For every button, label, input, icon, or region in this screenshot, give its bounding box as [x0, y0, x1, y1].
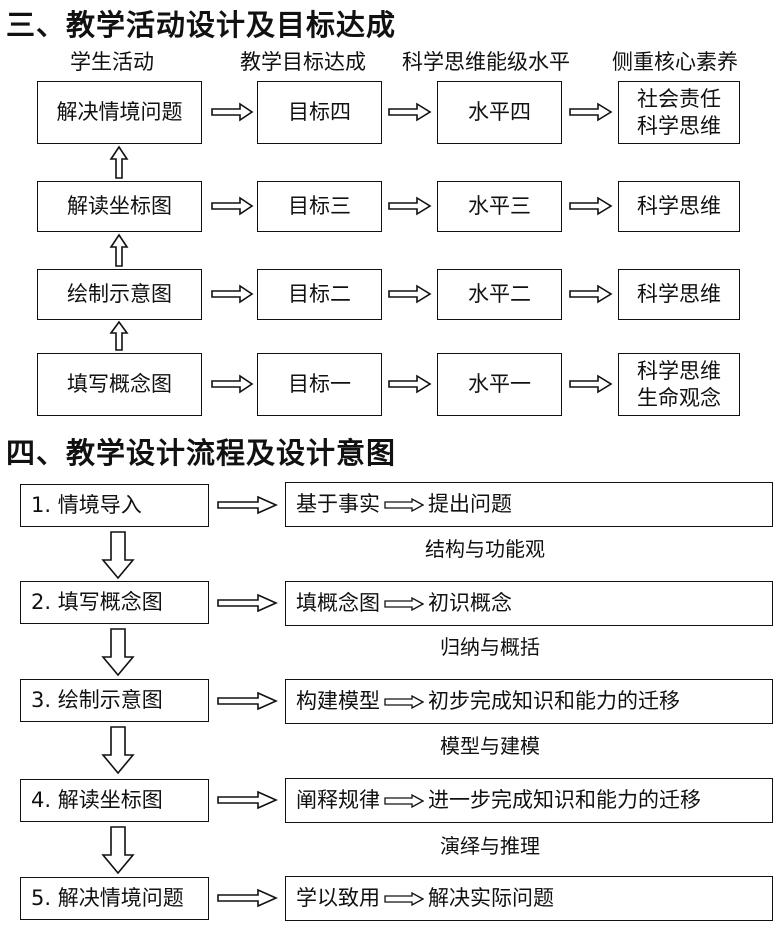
small-right-arrow-icon: [384, 497, 424, 512]
literacy-box-1: 科学思维 生命观念: [618, 353, 740, 416]
step-box-5: 5. 解决情境问题: [20, 877, 209, 920]
section4-title: 四、教学设计流程及设计意图: [6, 436, 397, 470]
intent-from: 基于事实: [296, 492, 380, 516]
header-level: 科学思维能级水平: [402, 50, 570, 74]
goal-box-3: 目标三: [257, 181, 382, 232]
header-activity: 学生活动: [70, 50, 154, 74]
header-literacy: 侧重核心素养: [612, 50, 738, 74]
intent-from: 阐释规律: [296, 788, 380, 812]
right-arrow-icon: [569, 374, 613, 394]
section3-title: 三、教学活动设计及目标达成: [6, 8, 397, 42]
right-arrow-icon: [211, 284, 254, 304]
goal-box-1: 目标一: [257, 353, 382, 416]
intent-to: 初识概念: [428, 591, 512, 615]
right-arrow-icon: [217, 691, 278, 711]
right-arrow-icon: [569, 102, 613, 122]
right-arrow-icon: [569, 284, 613, 304]
caption-2: 归纳与概括: [440, 635, 540, 659]
intent-to: 初步完成知识和能力的迁移: [428, 689, 680, 713]
right-arrow-icon: [388, 284, 432, 304]
up-arrow-icon: [109, 145, 129, 179]
activity-box-4: 解决情境问题: [37, 81, 202, 144]
intent-to: 解决实际问题: [428, 886, 554, 910]
level-box-2: 水平二: [437, 269, 562, 320]
intent-from: 学以致用: [296, 886, 380, 910]
right-arrow-icon: [211, 196, 254, 216]
right-arrow-icon: [388, 102, 432, 122]
intent-box-5: 学以致用 解决实际问题: [285, 876, 773, 921]
literacy-item: 科学思维: [637, 358, 721, 383]
intent-from: 构建模型: [296, 689, 380, 713]
literacy-box-2: 科学思维: [618, 269, 740, 320]
down-arrow-icon: [101, 531, 135, 580]
literacy-box-4: 社会责任 科学思维: [618, 81, 740, 144]
intent-box-1: 基于事实 提出问题: [285, 482, 773, 527]
intent-box-3: 构建模型 初步完成知识和能力的迁移: [285, 679, 773, 724]
small-right-arrow-icon: [384, 694, 424, 709]
small-right-arrow-icon: [384, 891, 424, 906]
right-arrow-icon: [217, 790, 278, 810]
down-arrow-icon: [101, 826, 135, 875]
right-arrow-icon: [211, 374, 254, 394]
intent-box-4: 阐释规律 进一步完成知识和能力的迁移: [285, 778, 773, 823]
right-arrow-icon: [388, 374, 432, 394]
small-right-arrow-icon: [384, 793, 424, 808]
goal-box-4: 目标四: [257, 81, 382, 144]
caption-3: 模型与建模: [440, 734, 540, 758]
intent-to: 提出问题: [428, 492, 512, 516]
literacy-box-3: 科学思维: [618, 181, 740, 232]
level-box-3: 水平三: [437, 181, 562, 232]
level-box-4: 水平四: [437, 81, 562, 144]
activity-box-2: 绘制示意图: [37, 269, 202, 320]
step-box-2: 2. 填写概念图: [20, 581, 209, 624]
down-arrow-icon: [101, 726, 135, 775]
right-arrow-icon: [217, 888, 278, 908]
intent-to: 进一步完成知识和能力的迁移: [428, 788, 701, 812]
literacy-item: 科学思维: [637, 113, 721, 138]
header-goal: 教学目标达成: [240, 50, 366, 74]
literacy-item: 生命观念: [637, 385, 721, 410]
step-box-4: 4. 解读坐标图: [20, 779, 209, 822]
intent-box-2: 填概念图 初识概念: [285, 581, 773, 626]
small-right-arrow-icon: [384, 596, 424, 611]
right-arrow-icon: [569, 196, 613, 216]
intent-from: 填概念图: [296, 591, 380, 615]
literacy-item: 社会责任: [637, 86, 721, 111]
activity-box-1: 填写概念图: [37, 353, 202, 416]
right-arrow-icon: [211, 102, 254, 122]
level-box-1: 水平一: [437, 353, 562, 416]
caption-1: 结构与功能观: [425, 537, 545, 561]
up-arrow-icon: [109, 233, 129, 267]
activity-box-3: 解读坐标图: [37, 181, 202, 232]
step-box-1: 1. 情境导入: [20, 484, 209, 527]
caption-4: 演绎与推理: [440, 834, 540, 858]
right-arrow-icon: [388, 196, 432, 216]
step-box-3: 3. 绘制示意图: [20, 679, 209, 722]
right-arrow-icon: [217, 593, 278, 613]
down-arrow-icon: [101, 628, 135, 677]
right-arrow-icon: [217, 495, 278, 515]
goal-box-2: 目标二: [257, 269, 382, 320]
up-arrow-icon: [109, 320, 129, 351]
